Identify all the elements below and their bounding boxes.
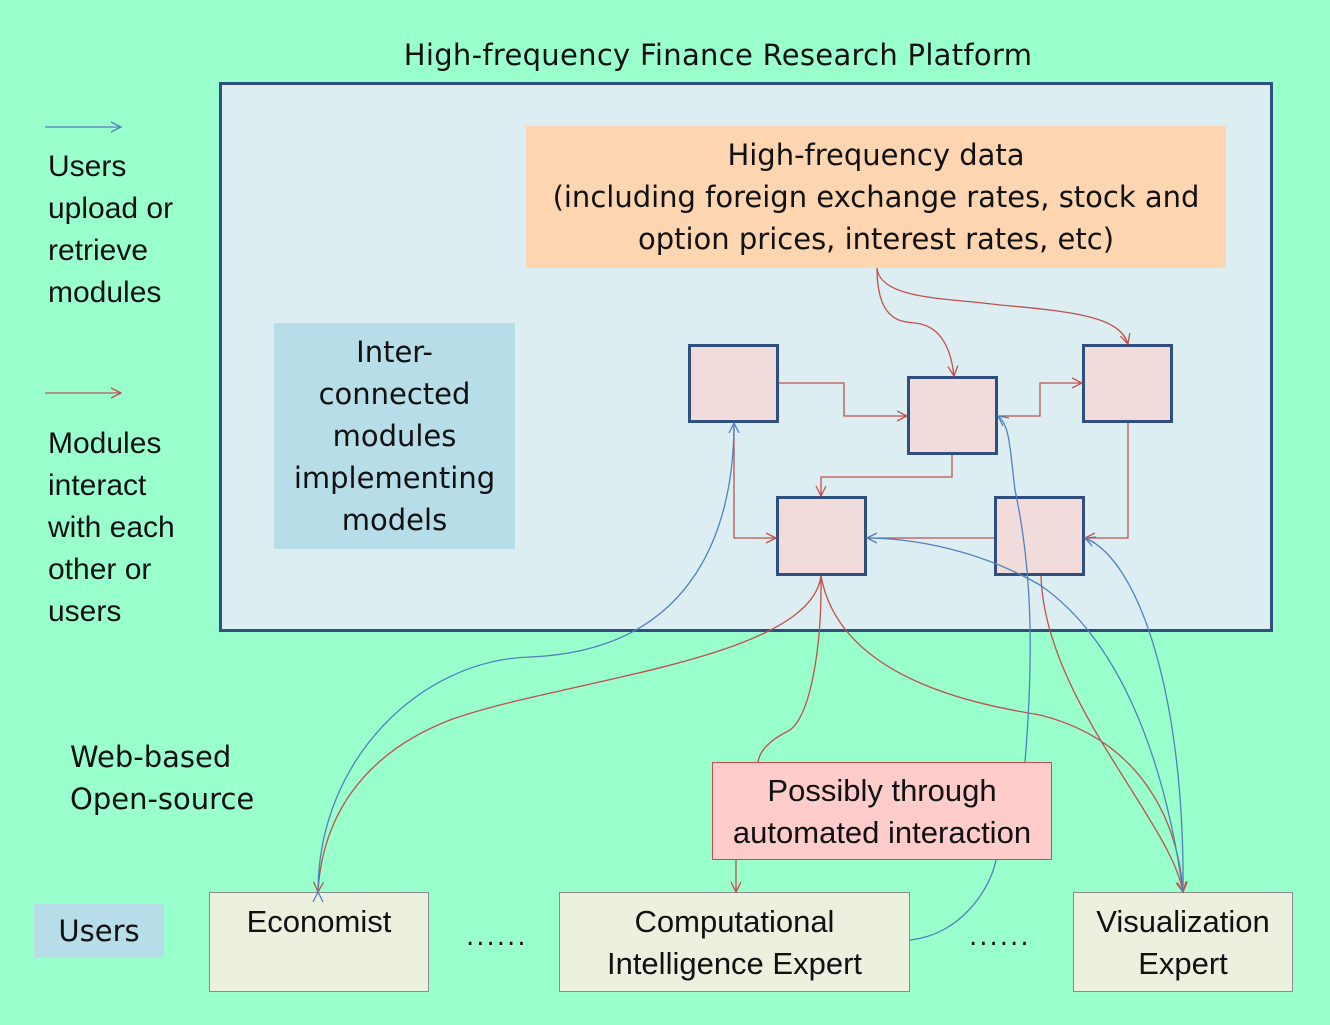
red-connector [821, 455, 953, 496]
legend-line: modules [48, 276, 162, 309]
red-connector [876, 267, 1128, 344]
web-based-label: Web-based Open-source [70, 736, 254, 820]
users-label: Users [34, 904, 164, 958]
user-box-line: Expert [1138, 946, 1228, 981]
legend-line: other or [48, 553, 152, 586]
hf-data-line: (including foreign exchange rates, stock… [552, 180, 1200, 214]
blue-connector [1085, 538, 1184, 893]
red-connector [1085, 423, 1129, 538]
automated-interaction-box: Possibly through automated interaction [712, 762, 1052, 860]
legend-blue-text: Users upload or retrieve modules [48, 146, 173, 314]
legend-line: Users [48, 150, 127, 183]
user-box-line: Economist [246, 904, 392, 939]
module-bottom-left [776, 496, 867, 576]
ellipsis: ...... [969, 922, 1031, 952]
red-connector [757, 575, 822, 763]
blue-connector [867, 538, 1184, 893]
automated-line: automated interaction [732, 815, 1032, 850]
red-connector [998, 383, 1082, 417]
legend-line: retrieve [48, 234, 149, 267]
module-bottom-right [994, 496, 1085, 576]
user-box-line: Visualization [1096, 904, 1270, 939]
red-connector [733, 423, 776, 538]
user-ci-expert: Computational Intelligence Expert [559, 892, 910, 992]
legend-line: Modules [48, 427, 162, 460]
red-connector [779, 382, 907, 416]
hf-data-line: option prices, interest rates, etc) [637, 222, 1115, 256]
user-box-line: Computational [634, 904, 835, 939]
legend-line: with each [48, 511, 175, 544]
legend-line: interact [48, 469, 147, 502]
web-based-line: Open-source [70, 782, 255, 816]
high-frequency-data-box: High-frequency data (including foreign e… [526, 126, 1226, 268]
blue-connector [318, 423, 734, 892]
user-box-line: Intelligence Expert [606, 946, 863, 981]
module-top-left [688, 344, 779, 423]
legend-line: upload or [48, 192, 174, 225]
automated-line: Possibly through [767, 773, 997, 808]
red-connector [1040, 575, 1183, 892]
user-economist: Economist [209, 892, 429, 992]
module-top-right [1082, 344, 1173, 423]
web-based-line: Web-based [70, 740, 232, 774]
red-connector [318, 575, 822, 892]
legend-red-text: Modules interact with each other or user… [48, 423, 175, 633]
legend-line: users [48, 595, 122, 628]
hf-data-line: High-frequency data [727, 138, 1025, 172]
module-top-center [907, 376, 998, 455]
red-connector [820, 575, 1183, 892]
blue-connector [998, 416, 1031, 763]
red-connector [876, 267, 954, 376]
blue-connector [909, 859, 997, 941]
inter-box-line: connected [318, 377, 471, 411]
inter-box-line: Inter- [356, 335, 433, 369]
ellipsis: ...... [466, 922, 528, 952]
diagram-title: High-frequency Finance Research Platform [403, 38, 1033, 72]
